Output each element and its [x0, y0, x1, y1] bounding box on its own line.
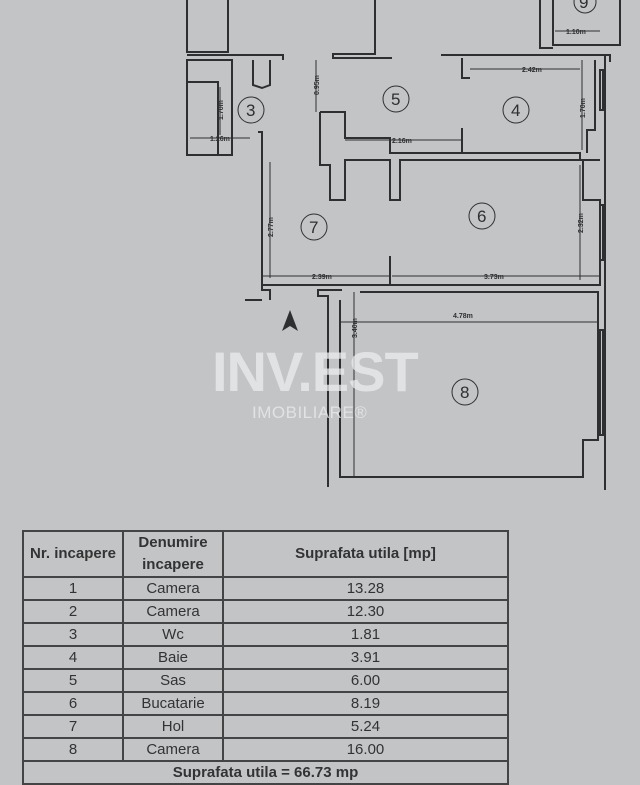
dim-room5-height: 0.95m — [314, 75, 321, 95]
header-denumire: Denumire incapere — [122, 530, 224, 578]
room-name: Bucatarie — [122, 691, 224, 716]
watermark-sub: IMOBILIARE® — [252, 403, 368, 422]
room-name: Wc — [122, 622, 224, 647]
room-area: 1.81 — [222, 622, 509, 647]
header-suprafata: Suprafata utila [mp] — [222, 530, 509, 578]
room-area: 16.00 — [222, 737, 509, 762]
dim-room4-width: 2.42m — [522, 67, 542, 74]
room-name: Camera — [122, 576, 224, 601]
room-7-label: 7 — [309, 218, 318, 237]
room-number: 8 — [22, 737, 124, 762]
room-name: Camera — [122, 737, 224, 762]
area-table: Nr. incapere Denumire incapere Suprafata… — [22, 530, 509, 785]
room-number: 1 — [22, 576, 124, 601]
room-name: Hol — [122, 714, 224, 739]
dim-room9-width: 1.10m — [566, 29, 586, 36]
floor-plan: 1.10m 2.42m 0.95m 1.70m 1.26m 1.70m 2.16… — [186, 0, 621, 490]
watermark-brand: INV.EST — [212, 340, 419, 403]
dim-room7-height: 2.77m — [268, 217, 275, 237]
dim-room4-height: 1.70m — [580, 98, 587, 118]
total-area: Suprafata utila = 66.73 mp — [22, 760, 509, 785]
room-name: Camera — [122, 599, 224, 624]
dimension-lines — [190, 30, 600, 477]
room-number: 6 — [22, 691, 124, 716]
dim-room3-width: 1.26m — [210, 136, 230, 143]
room-8-label: 8 — [460, 383, 469, 402]
dim-room8-width: 4.78m — [453, 313, 473, 320]
room-number: 7 — [22, 714, 124, 739]
room-number: 4 — [22, 645, 124, 670]
room-5-label: 5 — [391, 90, 400, 109]
dim-room8-height: 3.40m — [352, 318, 359, 338]
room-name: Sas — [122, 668, 224, 693]
room-number: 3 — [22, 622, 124, 647]
room-name: Baie — [122, 645, 224, 670]
room-labels: 9 3 5 4 6 7 8 — [237, 0, 597, 406]
room-area: 8.19 — [222, 691, 509, 716]
room-4-label: 4 — [511, 101, 520, 120]
room-area: 13.28 — [222, 576, 509, 601]
dim-room6-width: 3.73m — [484, 274, 504, 281]
header-nr: Nr. incapere — [22, 530, 124, 578]
walls — [186, 0, 621, 490]
north-arrow-icon — [282, 310, 298, 331]
room-area: 6.00 — [222, 668, 509, 693]
table-header-row: Nr. incapere Denumire incapere Suprafata… — [22, 530, 509, 578]
dim-room6-height: 2.32m — [578, 213, 585, 233]
dim-room7-width: 2.39m — [312, 274, 332, 281]
room-area: 12.30 — [222, 599, 509, 624]
room-number: 5 — [22, 668, 124, 693]
room-area: 3.91 — [222, 645, 509, 670]
dim-room3-height: 1.70m — [218, 100, 225, 120]
room-9-label: 9 — [579, 0, 588, 12]
total-row: Suprafata utila = 66.73 mp — [22, 760, 509, 785]
room-area: 5.24 — [222, 714, 509, 739]
room-6-label: 6 — [477, 207, 486, 226]
room-number: 2 — [22, 599, 124, 624]
dim-room5-width: 2.16m — [392, 138, 412, 145]
room-3-label: 3 — [246, 101, 255, 120]
